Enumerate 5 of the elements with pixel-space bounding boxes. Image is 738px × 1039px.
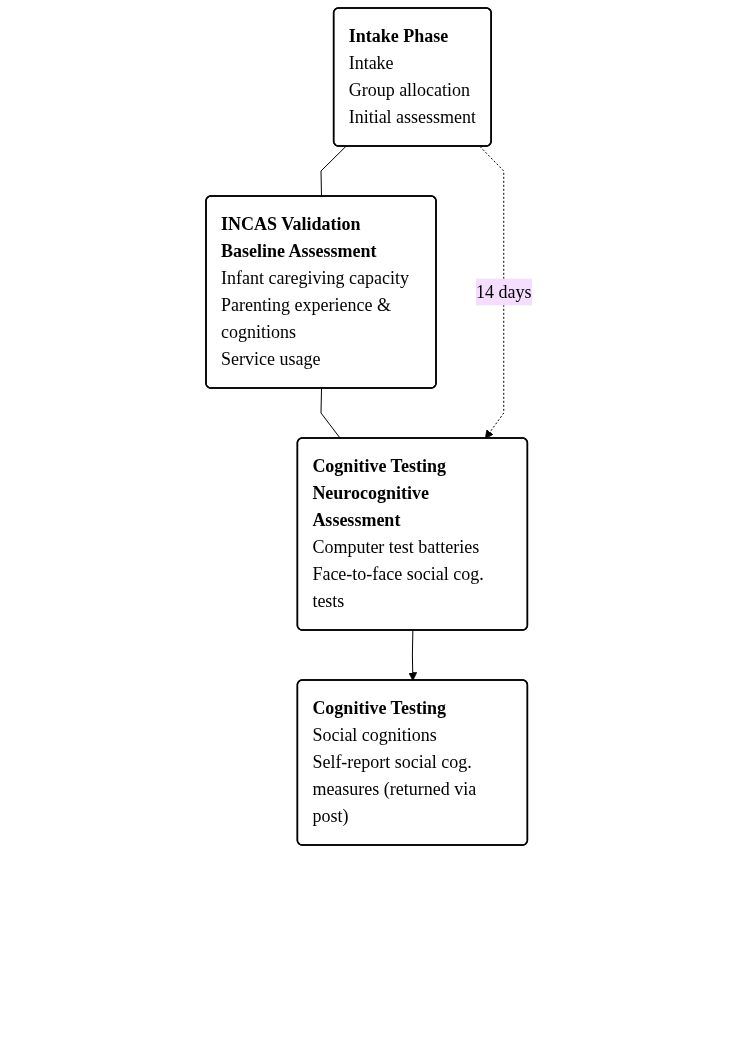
arrow xyxy=(479,146,505,439)
arrow xyxy=(408,630,418,681)
connector xyxy=(320,388,342,439)
edge-label: 14 days xyxy=(476,281,532,302)
connector xyxy=(320,146,347,197)
